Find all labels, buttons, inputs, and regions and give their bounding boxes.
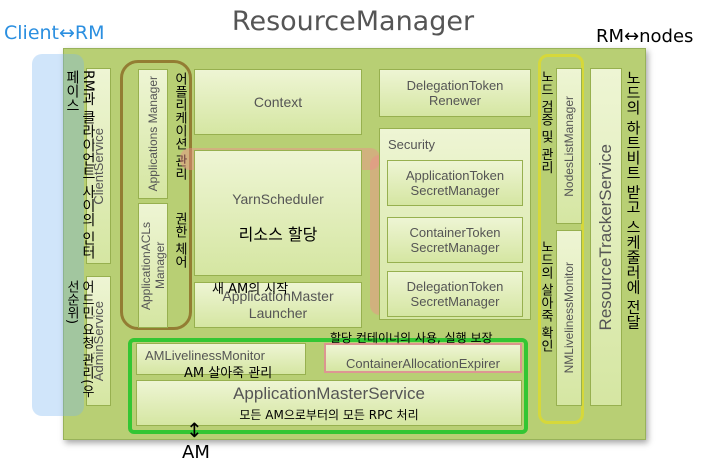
tracker-note: 노드의 하트비트 받고 스케줄러에 전달 xyxy=(624,70,642,330)
client-rm-label: Client↔RM xyxy=(4,22,105,44)
context-label: Context xyxy=(253,94,303,110)
rm-nodes-label: RM↔nodes xyxy=(596,26,694,47)
apps-manager-note: 어플리케이션 관리 xyxy=(172,72,187,181)
am-label: AM xyxy=(182,442,210,463)
applications-manager-box: Applications Manager xyxy=(138,69,168,199)
app-token-secret-manager-label: ApplicationToken SecretManager xyxy=(405,168,505,198)
admin-service-note: 어드민 요청 관리(우선순위) xyxy=(64,280,94,398)
applications-acls-manager-label: ApplicationACLs Manager xyxy=(139,221,167,310)
container-allocation-expirer-label: ContainerAllocationExpirer xyxy=(346,355,500,371)
client-service-note: RM과 클라이언트 사이의 인터페이스 xyxy=(64,70,96,260)
diagram-title: ResourceManager xyxy=(231,6,475,37)
am-liveliness-monitor-label: AMLivelinessMonitor xyxy=(145,348,265,363)
am-service-box: ApplicationMasterService 모든 AM으로부터의 모든 R… xyxy=(136,380,522,426)
admin-service-box: AdminService xyxy=(86,276,111,406)
am-service-outline xyxy=(128,338,528,434)
client-interface-highlight xyxy=(32,54,84,416)
am-service-note: 모든 AM으로부터의 모든 RPC 처리 xyxy=(239,407,419,422)
context-box: Context xyxy=(194,69,362,135)
yarn-scheduler-box: YarnScheduler 리소스 할당 xyxy=(194,150,362,276)
expirer-note: 할당 컨테이너의 사용, 실행 보장 xyxy=(330,331,493,345)
am-launcher-box: ApplicationMaster Launcher xyxy=(194,282,362,328)
am-service-label: ApplicationMasterService xyxy=(233,383,425,403)
resource-tracker-service-label: ResourceTrackerService xyxy=(596,143,615,331)
yarn-scheduler-label: YarnScheduler xyxy=(232,191,324,207)
nodes-outline xyxy=(538,54,584,424)
delegation-token-secret-manager-label: DelegationToken SecretManager xyxy=(406,279,504,309)
applications-acls-manager-box: ApplicationACLs Manager xyxy=(138,203,168,328)
launcher-note: 새 AM의 시작 xyxy=(212,282,289,297)
scheduler-note: 리소스 할당 xyxy=(238,225,318,244)
delegation-token-renewer-label: DelegationToken Renewer xyxy=(406,78,504,108)
app-token-secret-manager-box: ApplicationToken SecretManager xyxy=(387,160,523,206)
am-arrow: ↕ xyxy=(186,418,203,442)
nodes-list-manager-label: NodesListManager xyxy=(562,95,576,197)
container-allocation-expirer-box: ContainerAllocationExpirer xyxy=(324,343,522,373)
nm-liveliness-note: 노드의 살아죽 확인 xyxy=(538,240,553,353)
delegation-token-renewer-box: DelegationToken Renewer xyxy=(379,69,531,117)
nm-liveliness-monitor-label: NMLivelinessMonitor xyxy=(562,262,576,374)
security-label: Security xyxy=(388,137,435,152)
container-token-secret-manager-label: ContainerToken SecretManager xyxy=(409,225,501,255)
am-liveliness-note: AM 살아죽 관리 xyxy=(184,366,273,381)
container-token-secret-manager-box: ContainerToken SecretManager xyxy=(387,217,523,263)
client-service-box: ClientService xyxy=(86,68,111,264)
applications-manager-label: Applications Manager xyxy=(146,76,160,192)
delegation-token-secret-manager-box: DelegationToken SecretManager xyxy=(387,271,523,317)
am-launcher-label: ApplicationMaster Launcher xyxy=(222,288,334,321)
am-liveliness-monitor-box: AMLivelinessMonitor xyxy=(136,343,306,375)
nm-liveliness-monitor-box: NMLivelinessMonitor xyxy=(556,230,582,406)
nodes-list-note: 노드 검증 및 관리 xyxy=(538,70,553,174)
resource-tracker-service-box: ResourceTrackerService xyxy=(590,68,622,406)
app-management-outline xyxy=(120,60,192,330)
nodes-list-manager-box: NodesListManager xyxy=(556,68,582,224)
acl-note: 권한 체어 xyxy=(172,212,187,269)
